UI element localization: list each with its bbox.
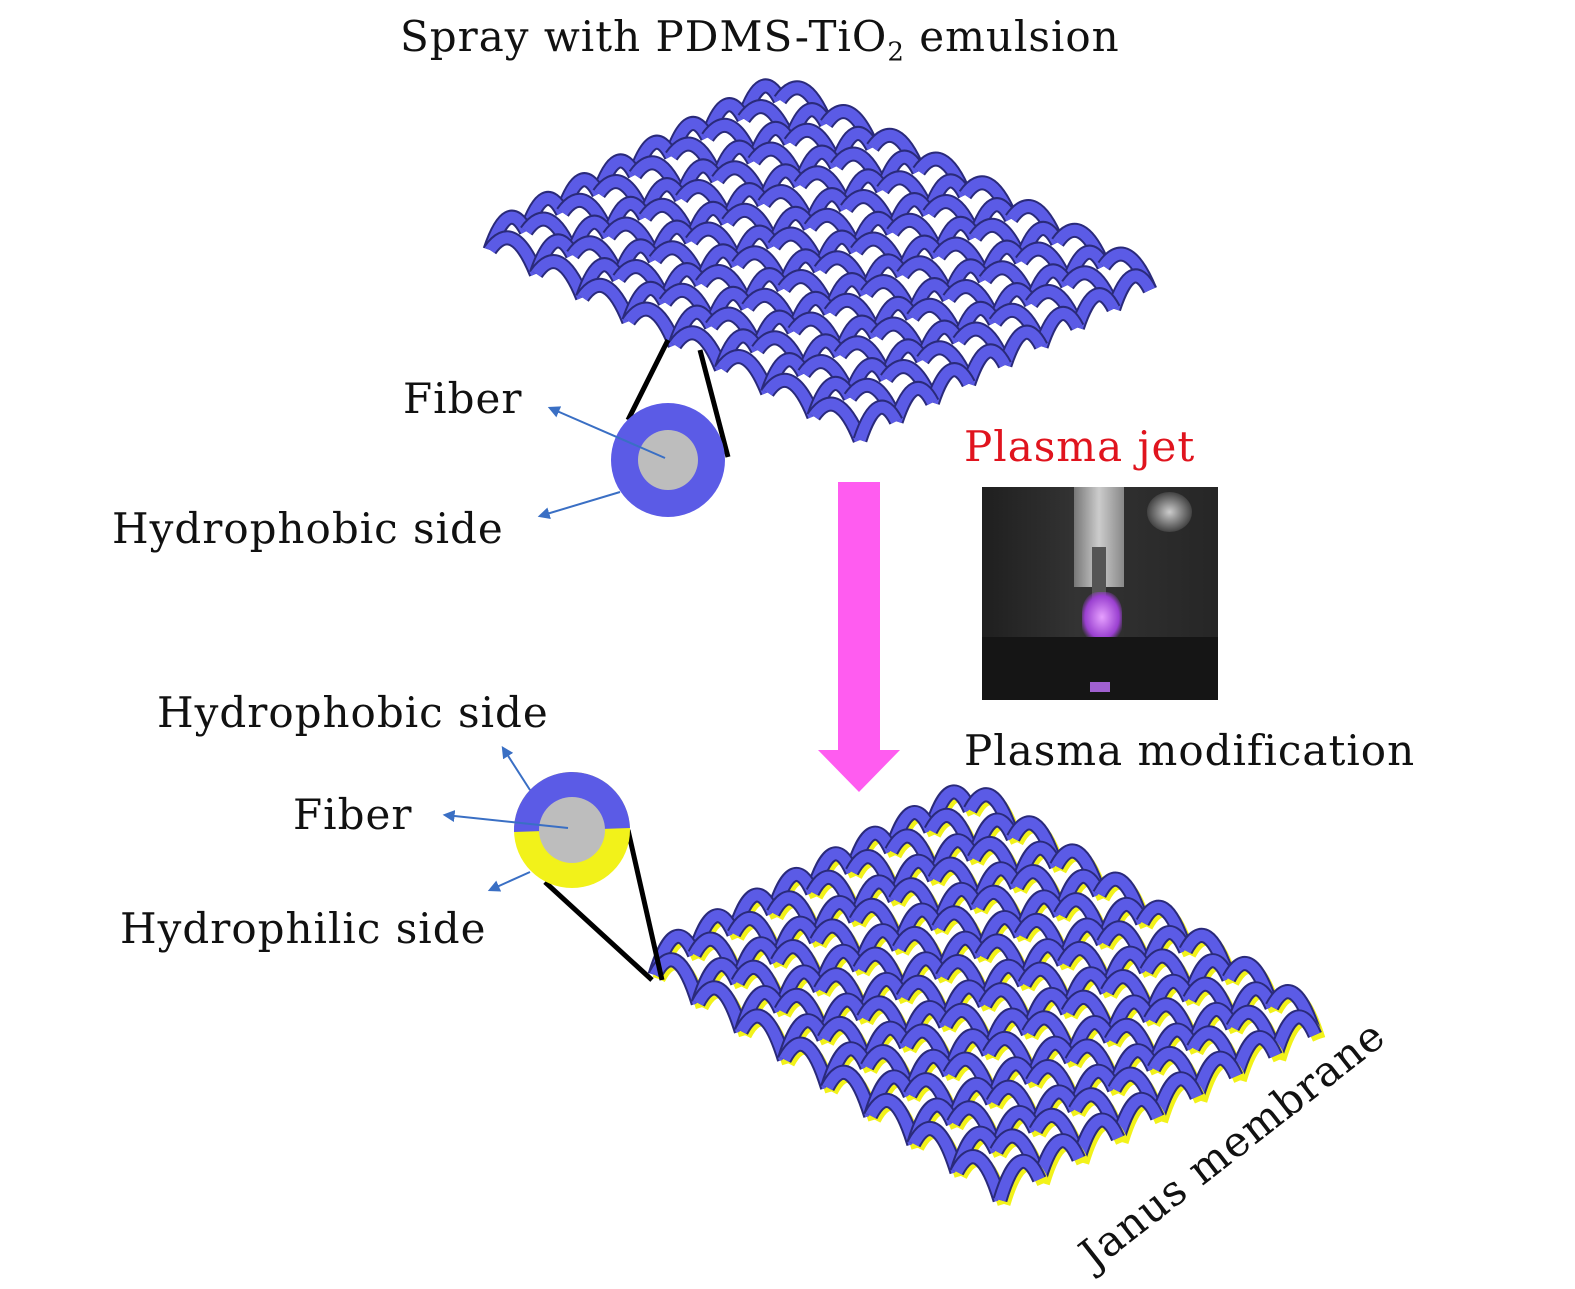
bottom-hydrophilic-label: Hydrophilic side <box>120 904 487 953</box>
bottom-hydrophobic-label: Hydrophobic side <box>157 688 549 737</box>
fiber-arc <box>1230 1032 1281 1078</box>
fiber-arc <box>779 1038 833 1090</box>
title: Spray with PDMS-TiO2 emulsion <box>400 12 1120 67</box>
fiber-arc <box>1191 1052 1242 1099</box>
fiber-arc <box>994 1155 1045 1202</box>
fiber-arc <box>1073 1114 1124 1161</box>
bottom-fiber-label: Fiber <box>293 790 413 839</box>
fiber-core-circle <box>638 430 698 490</box>
fiber-arc <box>531 256 588 300</box>
plasma-jet-photo <box>982 487 1218 700</box>
fiber-arc <box>736 1010 790 1062</box>
fiber-arc <box>670 327 727 371</box>
top-fiber-mesh <box>482 78 1157 443</box>
hydrophobic-pointer-arrow <box>501 745 531 791</box>
zoom-line <box>543 880 654 982</box>
zoom-line <box>625 829 665 981</box>
zoom-line <box>697 349 731 458</box>
fiber-arc <box>908 1123 963 1174</box>
fiber-arc <box>1152 1073 1202 1120</box>
fiber-arc <box>650 954 704 1005</box>
title-text: Spray with PDMS-TiO <box>400 12 888 61</box>
top-fiber-label: Fiber <box>403 374 523 423</box>
fiber-arc <box>822 1066 876 1118</box>
fiber-pointer-arrow <box>442 810 569 829</box>
fiber-arc <box>762 374 819 419</box>
fiber-arc <box>577 279 634 324</box>
fiber-core-circle <box>539 797 605 863</box>
fiber-arc <box>485 232 542 276</box>
fiber-arc <box>1034 1135 1084 1181</box>
hydrophobic-pointer-arrow <box>537 491 621 519</box>
fiber-arc <box>809 398 866 443</box>
plasma-jet-label: Plasma jet <box>964 422 1196 471</box>
fiber-arc <box>952 1151 1006 1202</box>
hydrophilic-pointer-arrow <box>487 871 531 892</box>
fiber-arc <box>1270 1011 1321 1058</box>
fiber-arc <box>865 1095 919 1146</box>
fiber-arc <box>1112 1094 1163 1140</box>
fiber-pointer-arrow <box>547 406 666 459</box>
top-hydrophobic-label: Hydrophobic side <box>112 504 504 553</box>
zoom-line <box>625 338 671 422</box>
fiber-arc <box>624 303 681 348</box>
fiber-arc <box>854 401 902 442</box>
title-suffix: emulsion <box>904 12 1120 61</box>
process-arrow <box>818 482 900 792</box>
plasma-modification-label: Plasma modification <box>964 726 1416 775</box>
janus-fiber-mesh <box>647 784 1326 1206</box>
fiber-arc <box>716 351 773 395</box>
title-subscript: 2 <box>887 37 905 68</box>
fiber-arc <box>693 982 747 1033</box>
